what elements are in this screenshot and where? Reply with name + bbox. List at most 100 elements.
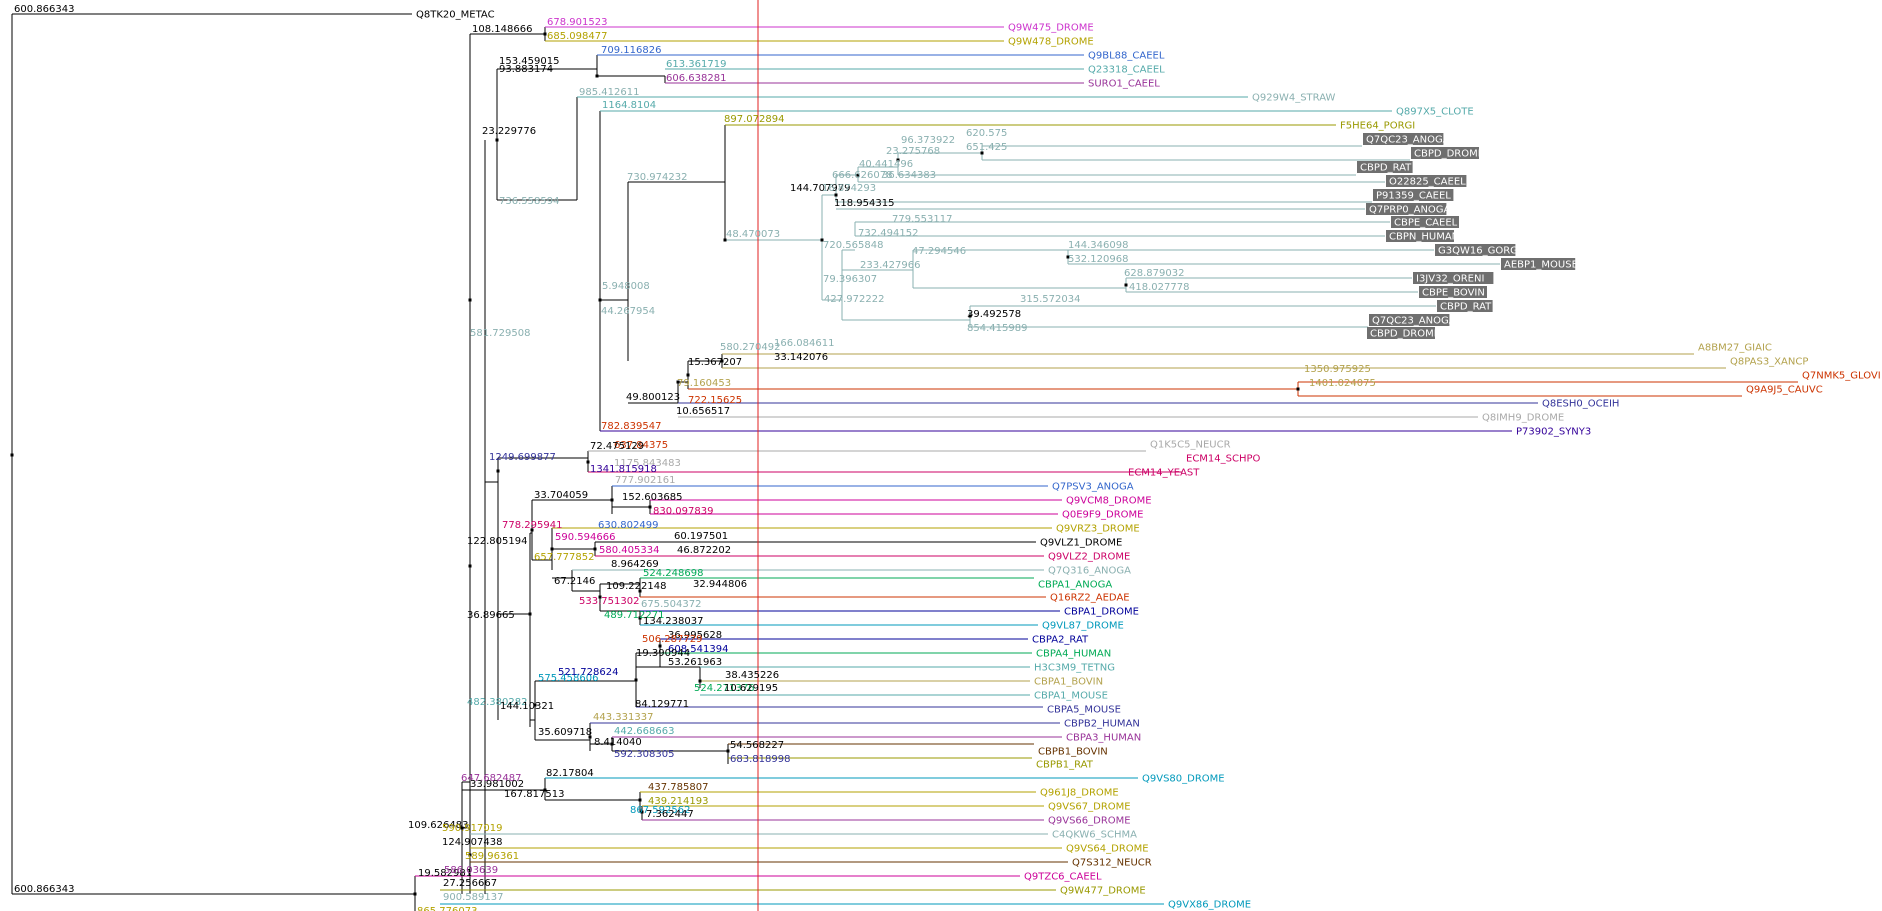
leaf-cbpd-drome[interactable]: CBPD_DROME [1367, 327, 1440, 340]
leaf-q9vs67-drome[interactable]: Q9VS67_DROME [1048, 802, 1131, 813]
leaf-q7s312-neucr[interactable]: Q7S312_NEUCR [1072, 858, 1152, 869]
leaf-q7qc23-anoga[interactable]: Q7QC23_ANOGA [1363, 133, 1450, 146]
tree-node-marker[interactable] [1124, 283, 1128, 287]
leaf-q7nmk5-glovi[interactable]: Q7NMK5_GLOVI [1802, 371, 1881, 382]
tree-node-marker[interactable] [648, 505, 652, 509]
leaf-q9vl87-drome[interactable]: Q9VL87_DROME [1042, 621, 1124, 632]
leaf-q8pas3-xancp[interactable]: Q8PAS3_XANCP [1730, 357, 1808, 368]
tree-node-marker[interactable] [593, 547, 597, 551]
leaf-q897x5-clote[interactable]: Q897X5_CLOTE [1396, 107, 1474, 118]
leaf-q9vx86-drome[interactable]: Q9VX86_DROME [1168, 900, 1251, 911]
leaf-cbpa5-mouse[interactable]: CBPA5_MOUSE [1047, 705, 1121, 716]
tree-node-marker[interactable] [543, 788, 547, 792]
leaf-q0e9f9-drome[interactable]: Q0E9F9_DROME [1062, 510, 1144, 521]
tree-node-marker[interactable] [980, 151, 984, 155]
leaf-q8esh0-oceih[interactable]: Q8ESH0_OCEIH [1542, 399, 1619, 410]
leaf-cbpb2-human[interactable]: CBPB2_HUMAN [1064, 719, 1140, 730]
tree-node-marker[interactable] [543, 32, 547, 36]
tree-node-marker[interactable] [1296, 387, 1300, 391]
leaf-q9vs64-drome[interactable]: Q9VS64_DROME [1066, 844, 1149, 855]
tree-node-marker[interactable] [896, 158, 900, 162]
leaf-cbpd-rat[interactable]: CBPD_RAT [1437, 300, 1493, 313]
tree-node-marker[interactable] [834, 193, 838, 197]
leaf-q7q316-anoga[interactable]: Q7Q316_ANOGA [1048, 566, 1131, 577]
leaf-cbpa1-anoga[interactable]: CBPA1_ANOGA [1038, 580, 1112, 591]
leaf-cbpa2-rat[interactable]: CBPA2_RAT [1032, 635, 1089, 646]
tree-node-marker[interactable] [820, 238, 824, 242]
tree-node-marker[interactable] [595, 74, 599, 78]
tree-node-marker[interactable] [495, 138, 499, 142]
leaf-c4qkw6-schma[interactable]: C4QKW6_SCHMA [1052, 830, 1137, 841]
leaf-q7qc23-anoga[interactable]: Q7QC23_ANOGA [1369, 314, 1456, 327]
tree-node-marker[interactable] [658, 644, 662, 648]
leaf-g3qw16-gorgo[interactable]: G3QW16_GORGO [1435, 244, 1526, 257]
leaf-q9vcm8-drome[interactable]: Q9VCM8_DROME [1066, 496, 1152, 507]
leaf-q929w4-straw[interactable]: Q929W4_STRAW [1252, 93, 1336, 104]
leaf-q961j8-drome[interactable]: Q961J8_DROME [1040, 788, 1119, 799]
leaf-h3c3m9-tetng[interactable]: H3C3M9_TETNG [1034, 663, 1115, 674]
leaf-cbpa1-bovin[interactable]: CBPA1_BOVIN [1034, 677, 1103, 688]
leaf-q9a9j5-cauvc[interactable]: Q9A9J5_CAUVC [1746, 385, 1823, 396]
leaf-cbpe-bovin[interactable]: CBPE_BOVIN [1419, 286, 1487, 299]
tree-node-marker[interactable] [720, 359, 724, 363]
tree-node-marker[interactable] [726, 749, 730, 753]
leaf-p73902-syny3[interactable]: P73902_SYNY3 [1516, 427, 1591, 438]
leaf-q9vlz2-drome[interactable]: Q9VLZ2_DROME [1048, 552, 1130, 563]
tree-node-marker[interactable] [856, 173, 860, 177]
tree-node-marker[interactable] [460, 826, 464, 830]
leaf-q9vlz1-drome[interactable]: Q9VLZ1_DROME [1040, 538, 1122, 549]
leaf-f5he64-porgi[interactable]: F5HE64_PORGI [1340, 121, 1415, 132]
leaf-q8imh9-drome[interactable]: Q8IMH9_DROME [1482, 413, 1564, 424]
tree-node-marker[interactable] [640, 810, 644, 814]
leaf-aebp1-mouse[interactable]: AEBP1_MOUSE [1501, 258, 1578, 271]
leaf-q9vrz3-drome[interactable]: Q9VRZ3_DROME [1056, 524, 1140, 535]
tree-node-marker[interactable] [413, 892, 417, 896]
tree-node-marker[interactable] [698, 679, 702, 683]
tree-node-marker[interactable] [468, 853, 472, 857]
tree-node-marker[interactable] [528, 612, 532, 616]
tree-node-marker[interactable] [610, 742, 614, 746]
tree-node-marker[interactable] [598, 595, 602, 599]
tree-node-marker[interactable] [530, 528, 534, 532]
tree-node-marker[interactable] [638, 616, 642, 620]
tree-node-marker[interactable] [496, 469, 500, 473]
leaf-i3jv32-oreni[interactable]: I3JV32_ORENI [1413, 272, 1494, 285]
leaf-q16rz2-aedae[interactable]: Q16RZ2_AEDAE [1050, 593, 1130, 604]
tree-node-marker[interactable] [686, 373, 690, 377]
tree-node-marker[interactable] [588, 735, 592, 739]
leaf-q9w475-drome[interactable]: Q9W475_DROME [1008, 23, 1094, 34]
leaf-q1k5c5-neucr[interactable]: Q1K5C5_NEUCR [1150, 440, 1231, 451]
leaf-p91359-caeel[interactable]: P91359_CAEEL [1373, 189, 1454, 202]
tree-node-marker[interactable] [533, 703, 537, 707]
leaf-ecm14-schpo[interactable]: ECM14_SCHPO [1186, 454, 1261, 465]
tree-node-marker[interactable] [598, 298, 602, 302]
leaf-suro1-caeel[interactable]: SURO1_CAEEL [1088, 79, 1160, 90]
leaf-cbpb1-bovin[interactable]: CBPB1_BOVIN [1038, 747, 1108, 758]
leaf-q9vs66-drome[interactable]: Q9VS66_DROME [1048, 816, 1131, 827]
leaf-ecm14-yeast[interactable]: ECM14_YEAST [1128, 468, 1200, 479]
leaf-q9w478-drome[interactable]: Q9W478_DROME [1008, 37, 1094, 48]
leaf-q8tk20-metac[interactable]: Q8TK20_METAC [416, 10, 495, 21]
leaf-a8bm27-giaic[interactable]: A8BM27_GIAIC [1698, 343, 1772, 354]
leaf-cbpb1-rat[interactable]: CBPB1_RAT [1036, 760, 1094, 771]
tree-node-marker[interactable] [550, 547, 554, 551]
leaf-q9bl88-caeel[interactable]: Q9BL88_CAEEL [1088, 51, 1165, 62]
tree-node-marker[interactable] [638, 589, 642, 593]
tree-node-marker[interactable] [634, 678, 638, 682]
tree-node-marker[interactable] [586, 460, 590, 464]
leaf-q9tzc6-caeel[interactable]: Q9TZC6_CAEEL [1024, 872, 1102, 883]
leaf-cbpd-drome[interactable]: CBPD_DROME [1411, 147, 1484, 160]
leaf-q7prp0-anoga[interactable]: Q7PRP0_ANOGA [1366, 203, 1451, 216]
leaf-cbpa4-human[interactable]: CBPA4_HUMAN [1036, 649, 1111, 660]
tree-node-marker[interactable] [10, 453, 14, 457]
leaf-q7psv3-anoga[interactable]: Q7PSV3_ANOGA [1052, 482, 1134, 493]
tree-node-marker[interactable] [610, 498, 614, 502]
tree-node-marker[interactable] [676, 380, 680, 384]
leaf-q9vs80-drome[interactable]: Q9VS80_DROME [1142, 774, 1225, 785]
tree-node-marker[interactable] [468, 298, 472, 302]
tree-node-marker[interactable] [968, 314, 972, 318]
leaf-o22825-caeel[interactable]: O22825_CAEEL [1386, 175, 1467, 188]
leaf-cbpa1-drome[interactable]: CBPA1_DROME [1064, 607, 1139, 618]
tree-node-marker[interactable] [638, 798, 642, 802]
leaf-cbpd-rat[interactable]: CBPD_RAT [1357, 161, 1413, 174]
